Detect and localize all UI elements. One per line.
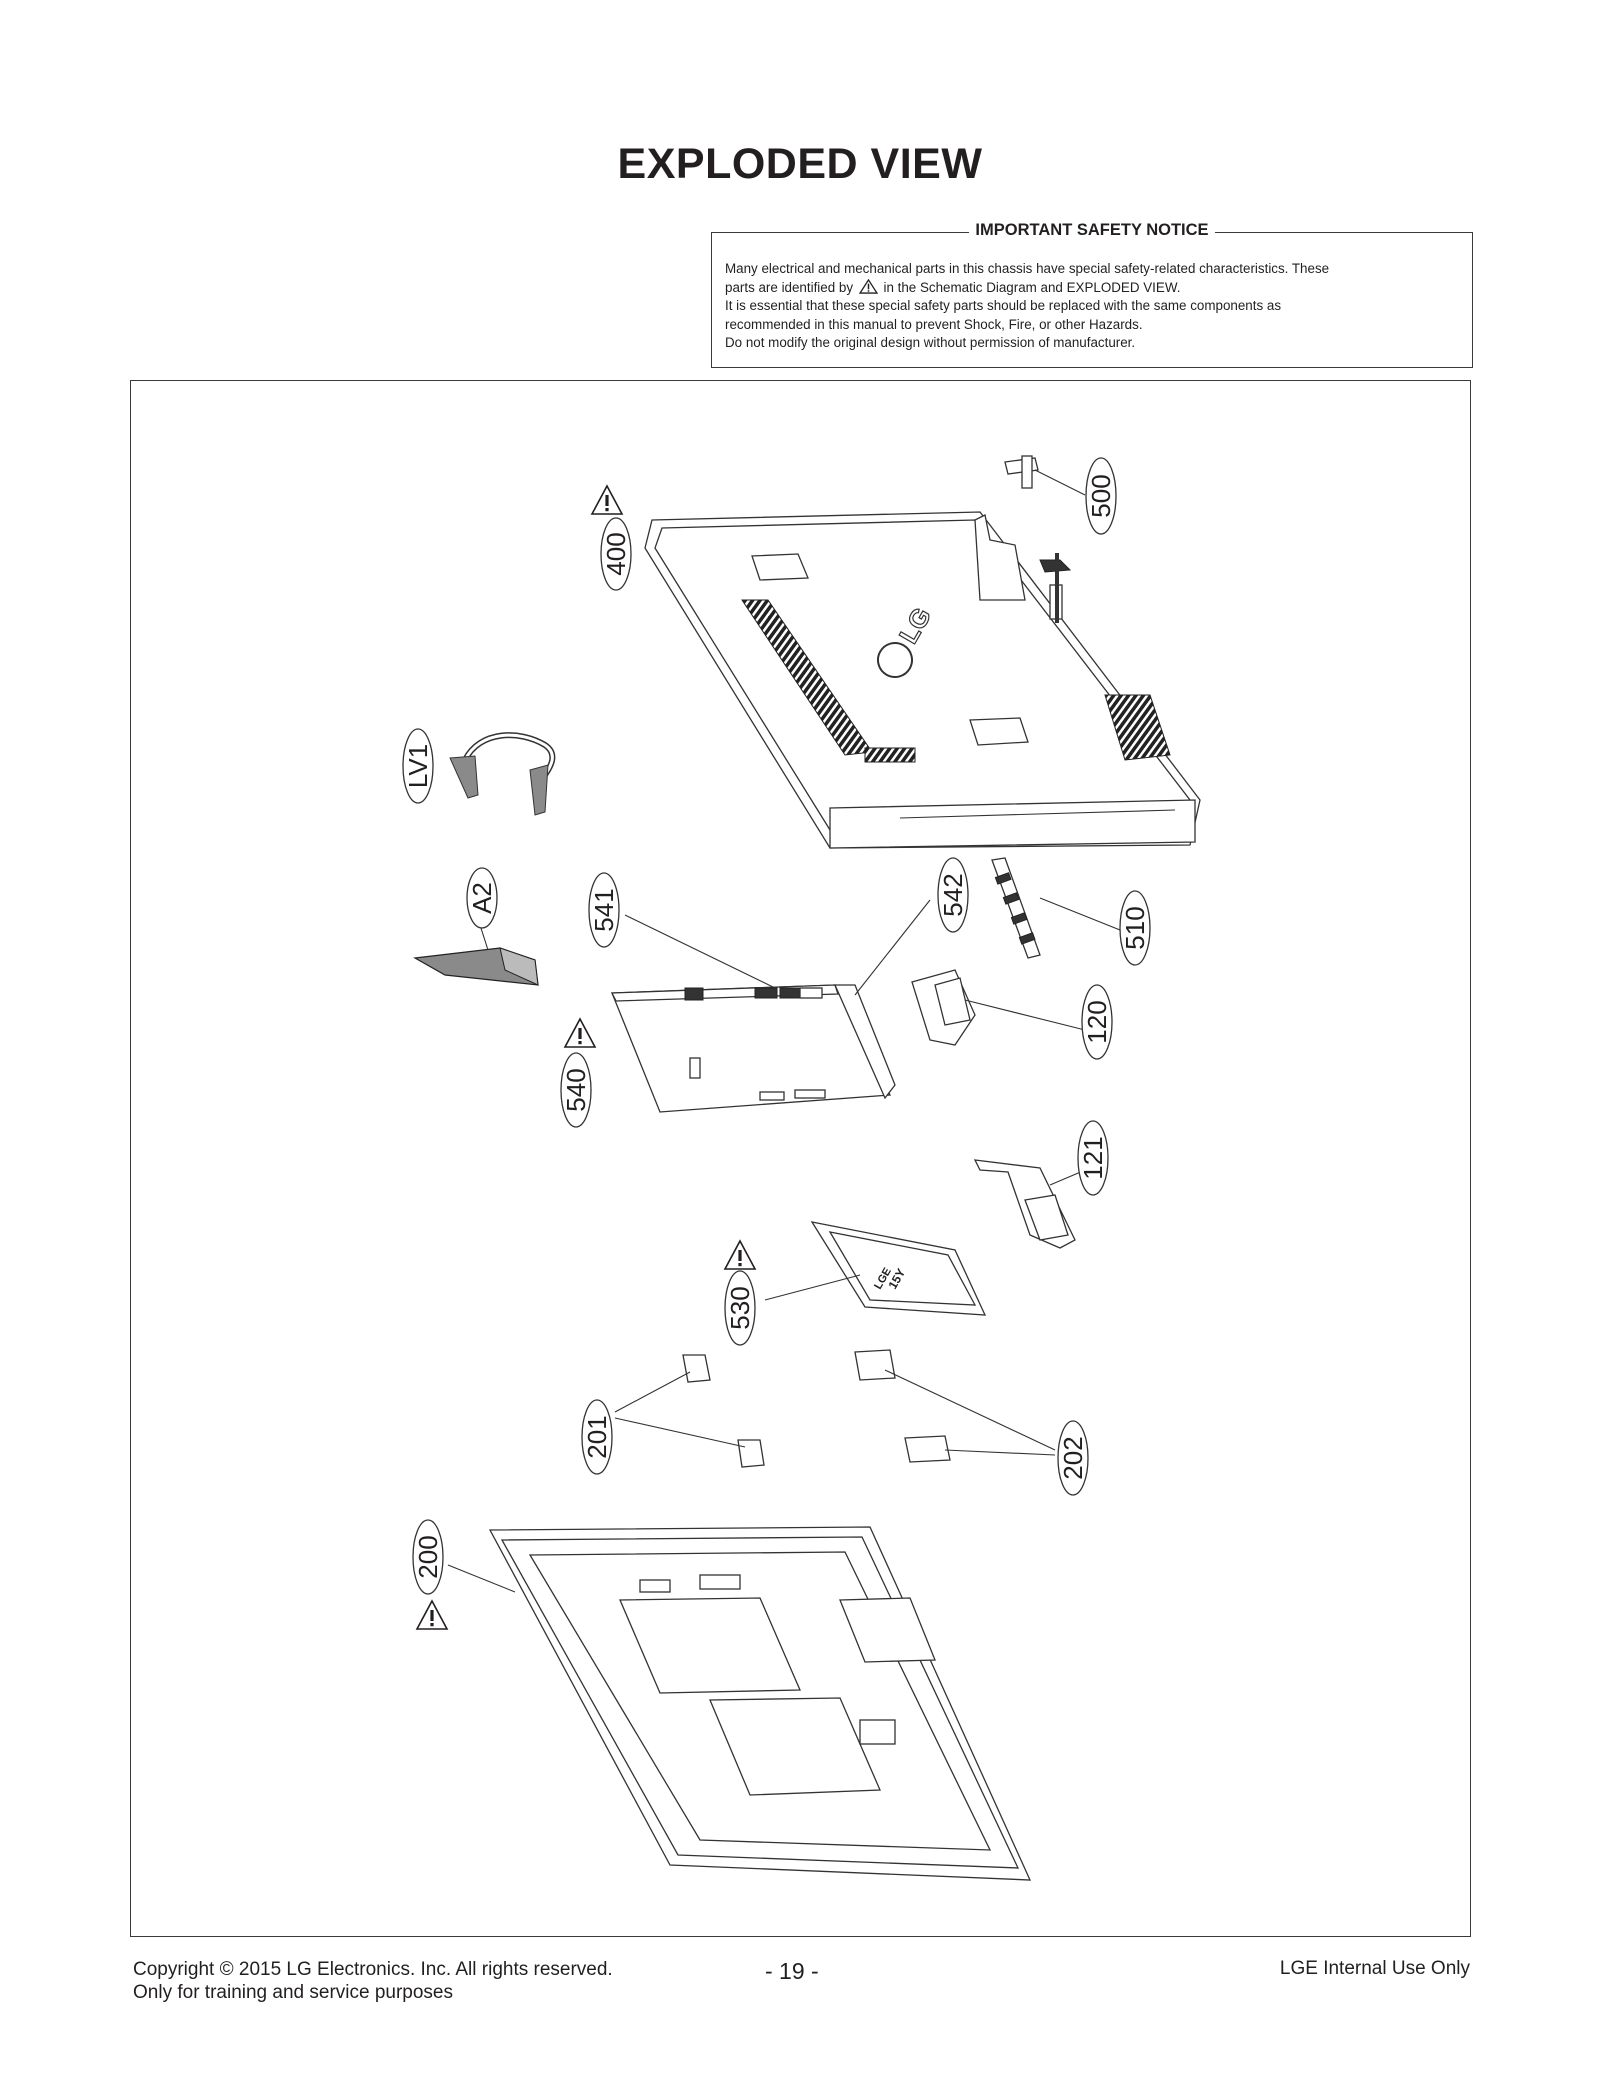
- safety-notice-line-5: Do not modify the original design withou…: [725, 335, 1136, 350]
- back-cover-part-400: LG: [644, 511, 1201, 849]
- exploded-view-drawing: LG: [402, 455, 1201, 1881]
- module-frame-part-200: [447, 1526, 1032, 1881]
- callout-120-label: 120: [1082, 1000, 1112, 1043]
- callout-540: 540: [560, 1018, 596, 1128]
- power-supply-part-530: LGE 15Y: [764, 1221, 987, 1316]
- callout-400: 400: [591, 485, 632, 591]
- remote-part-a2: [413, 924, 539, 986]
- warning-triangle-icon: [724, 1240, 756, 1270]
- warning-triangle-icon: [416, 1600, 448, 1630]
- warning-triangle-icon: [858, 278, 878, 294]
- bracket-part-201: [614, 1354, 765, 1468]
- safety-notice-line-4: recommended in this manual to prevent Sh…: [725, 316, 1143, 332]
- callout-510-label: 510: [1120, 906, 1150, 949]
- callout-541: 541: [588, 872, 620, 948]
- main-board-part-540: [610, 914, 896, 1113]
- callout-201: 201: [581, 1399, 613, 1475]
- callout-lv1-label: LV1: [403, 744, 433, 788]
- callout-530-label: 530: [725, 1286, 755, 1329]
- safety-notice-line-2: parts are identified by in the Schematic…: [725, 278, 1459, 298]
- callout-540-label: 540: [561, 1068, 591, 1111]
- callout-510: 510: [1119, 890, 1151, 966]
- keypad-part-510: [991, 857, 1121, 959]
- safety-notice-title: IMPORTANT SAFETY NOTICE: [969, 221, 1215, 239]
- callout-200-label: 200: [413, 1535, 443, 1578]
- footer-left: Copyright © 2015 LG Electronics. Inc. Al…: [133, 1958, 613, 2004]
- callout-400-label: 400: [601, 532, 631, 575]
- callout-530: 530: [724, 1240, 756, 1346]
- callout-a2-label: A2: [467, 882, 497, 914]
- callout-201-label: 201: [582, 1415, 612, 1458]
- footer-internal-use: LGE Internal Use Only: [1279, 1958, 1470, 1979]
- safety-notice-line-2-start: parts are identified by: [725, 279, 854, 295]
- callout-500-label: 500: [1086, 474, 1116, 517]
- lvds-cable-part-lv1: [449, 732, 556, 816]
- warning-triangle-icon: [564, 1018, 596, 1048]
- safety-notice-line-2-end: in the Schematic Diagram and EXPLODED VI…: [883, 279, 1181, 295]
- callout-500: 500: [1085, 457, 1117, 535]
- bracket-part-500: [1004, 455, 1086, 496]
- callout-lv1: LV1: [402, 728, 434, 804]
- safety-notice-line-1: Many electrical and mechanical parts in …: [725, 261, 1330, 276]
- bracket-part-202: [854, 1349, 1056, 1463]
- footer-copyright: Copyright © 2015 LG Electronics. Inc. Al…: [133, 1959, 613, 1980]
- callout-121-label: 121: [1078, 1136, 1108, 1179]
- callout-202: 202: [1057, 1420, 1089, 1496]
- footer-purpose: Only for training and service purposes: [133, 1982, 453, 2003]
- page-title: EXPLODED VIEW: [617, 140, 983, 188]
- drawing-frame: [130, 380, 1471, 1937]
- leader-542: [854, 899, 931, 996]
- callout-120: 120: [1081, 984, 1113, 1060]
- page-number: - 19 -: [765, 1958, 819, 1984]
- callout-121: 121: [1077, 1120, 1109, 1196]
- warning-triangle-icon: [591, 485, 623, 515]
- bracket-part-120: [911, 969, 1086, 1046]
- callout-200: 200: [412, 1519, 448, 1630]
- safety-notice-title-wrap: IMPORTANT SAFETY NOTICE: [712, 221, 1472, 240]
- callout-541-label: 541: [589, 888, 619, 931]
- callout-202-label: 202: [1058, 1436, 1088, 1479]
- bracket-part-121: [973, 1159, 1091, 1249]
- safety-notice-box: IMPORTANT SAFETY NOTICE Many electrical …: [711, 221, 1473, 368]
- callout-542-label: 542: [938, 873, 968, 916]
- callout-542: 542: [937, 857, 969, 933]
- callout-a2: A2: [466, 867, 498, 929]
- safety-notice-line-3: It is essential that these special safet…: [725, 298, 1282, 313]
- safety-notice-body: Many electrical and mechanical parts in …: [725, 260, 1459, 353]
